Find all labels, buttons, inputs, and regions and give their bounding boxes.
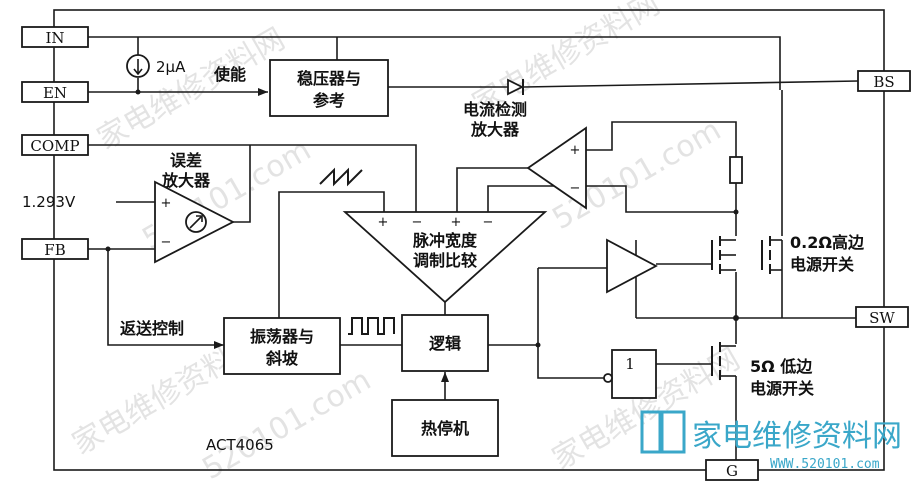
junctions xyxy=(105,89,739,348)
plus-sign: + xyxy=(570,143,581,158)
clock-waveform xyxy=(348,317,395,335)
pwm-label: 调制比较 xyxy=(413,251,477,270)
plus-sign: + xyxy=(451,215,462,230)
minus-sign: − xyxy=(412,215,423,230)
pwm-label: 脉冲宽度 xyxy=(412,231,478,250)
brand-logo: 家电维修资料网 WWW.520101.com xyxy=(640,410,902,472)
feedback-arrow xyxy=(214,341,224,349)
current-sense-amplifier: + − xyxy=(526,126,587,210)
current-amp-label: 电流检测 xyxy=(463,100,527,119)
regulator-label: 参考 xyxy=(313,91,345,110)
sense-resistor xyxy=(729,156,743,184)
pin-g: G xyxy=(705,459,759,481)
error-amp-label: 误差 xyxy=(170,151,202,170)
enable-label: 使能 xyxy=(213,65,246,84)
current-amp-label: 放大器 xyxy=(470,120,520,139)
pin-sw: SW xyxy=(855,306,909,328)
oscillator-label: 斜坡 xyxy=(265,349,299,368)
high-side-mosfet xyxy=(711,236,736,274)
plus-sign: + xyxy=(378,215,389,230)
high-switch-label: 0.2Ω高边 xyxy=(790,233,865,252)
oscillator-block: 振荡器与 斜坡 xyxy=(223,317,341,375)
logic-block: 逻辑 xyxy=(401,314,489,372)
brand-name: 家电维修资料网 xyxy=(692,419,902,454)
thermal-shutdown-block: 热停机 xyxy=(391,399,499,457)
pwm-comparator: + − + − 脉冲宽度 调制比较 xyxy=(342,211,548,304)
pin-label: IN xyxy=(45,29,64,47)
error-amp-label: 放大器 xyxy=(161,171,211,190)
low-side-inverter: 1 xyxy=(603,349,657,399)
pin-label: BS xyxy=(873,73,894,91)
high-side-mosfet-bs xyxy=(761,236,782,274)
current-source-label: 2μA xyxy=(156,58,186,76)
low-side-mosfet xyxy=(711,342,736,380)
pin-comp: COMP xyxy=(21,134,89,156)
thermal-label: 热停机 xyxy=(421,419,469,438)
wiring xyxy=(88,36,859,460)
pin-in: IN xyxy=(21,26,89,48)
minus-sign: − xyxy=(570,181,581,196)
high-switch-label: 电源开关 xyxy=(790,255,854,274)
pin-en: EN xyxy=(21,81,89,103)
pin-label: COMP xyxy=(30,137,79,155)
diode xyxy=(507,78,525,96)
high-side-driver xyxy=(606,238,658,294)
oscillator-label: 振荡器与 xyxy=(250,327,314,346)
minus-sign: − xyxy=(483,215,494,230)
current-source: 2μA xyxy=(126,54,186,78)
pin-label: EN xyxy=(43,84,67,102)
regulator-block: 稳压器与 参考 xyxy=(269,59,389,117)
low-switch-label: 5Ω 低边 xyxy=(750,357,813,376)
inverter-label: 1 xyxy=(625,355,635,373)
brand-url: WWW.520101.com xyxy=(770,457,880,472)
plus-sign: + xyxy=(161,196,172,211)
logic-label: 逻辑 xyxy=(429,334,461,353)
minus-sign: − xyxy=(161,235,172,250)
vref-label: 1.293V xyxy=(22,193,76,211)
error-amplifier: + − xyxy=(154,180,235,264)
pin-label: FB xyxy=(44,241,65,259)
pin-label: SW xyxy=(869,309,895,327)
regulator-label: 稳压器与 xyxy=(297,69,361,88)
pin-label: G xyxy=(726,462,738,480)
chip-name: ACT4065 xyxy=(206,436,274,454)
ramp-waveform xyxy=(319,167,363,187)
feedback-label: 返送控制 xyxy=(120,319,184,338)
pin-fb: FB xyxy=(21,238,89,260)
low-switch-label: 电源开关 xyxy=(750,379,814,398)
pin-bs: BS xyxy=(857,70,911,92)
